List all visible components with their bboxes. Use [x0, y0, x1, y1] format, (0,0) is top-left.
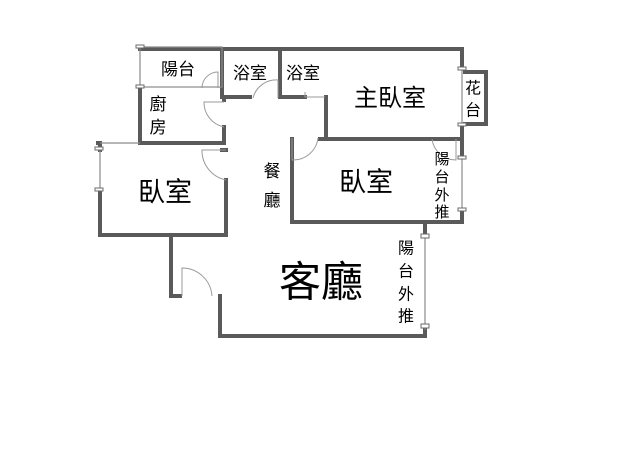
label-living-room: 客廳 [279, 258, 363, 307]
label-balcony-ext-2: 台 [398, 262, 414, 281]
label-bedroom-left: 臥室 [138, 178, 192, 209]
label-balcony-ext-2: 陽 [398, 239, 414, 258]
label-planter: 花 [465, 79, 481, 98]
label-balcony-top: 陽台 [161, 60, 195, 80]
label-master-bedroom: 主臥室 [354, 84, 426, 112]
label-balcony-ext-2: 推 [398, 307, 414, 326]
label-kitchen: 房 [150, 118, 167, 138]
label-bathroom-2: 浴室 [286, 64, 320, 84]
doors [181, 71, 457, 297]
windows [94, 44, 467, 330]
room-labels: 陽台 廚 房 浴室 浴室 主臥室 花 台 臥室 餐 廳 臥室 陽 台 外 推 客… [138, 60, 481, 326]
label-dining: 廳 [264, 191, 281, 211]
label-balcony-ext-1: 陽 [434, 150, 449, 168]
label-bathroom-1: 浴室 [233, 64, 267, 84]
label-kitchen: 廚 [150, 94, 167, 115]
label-dining: 餐 [264, 162, 281, 182]
label-balcony-ext-1: 台 [434, 168, 449, 186]
label-balcony-ext-2: 外 [398, 285, 414, 304]
label-bedroom-right: 臥室 [339, 168, 393, 199]
label-planter: 台 [465, 101, 481, 120]
label-balcony-ext-1: 外 [434, 186, 449, 204]
label-balcony-ext-1: 推 [434, 203, 449, 221]
